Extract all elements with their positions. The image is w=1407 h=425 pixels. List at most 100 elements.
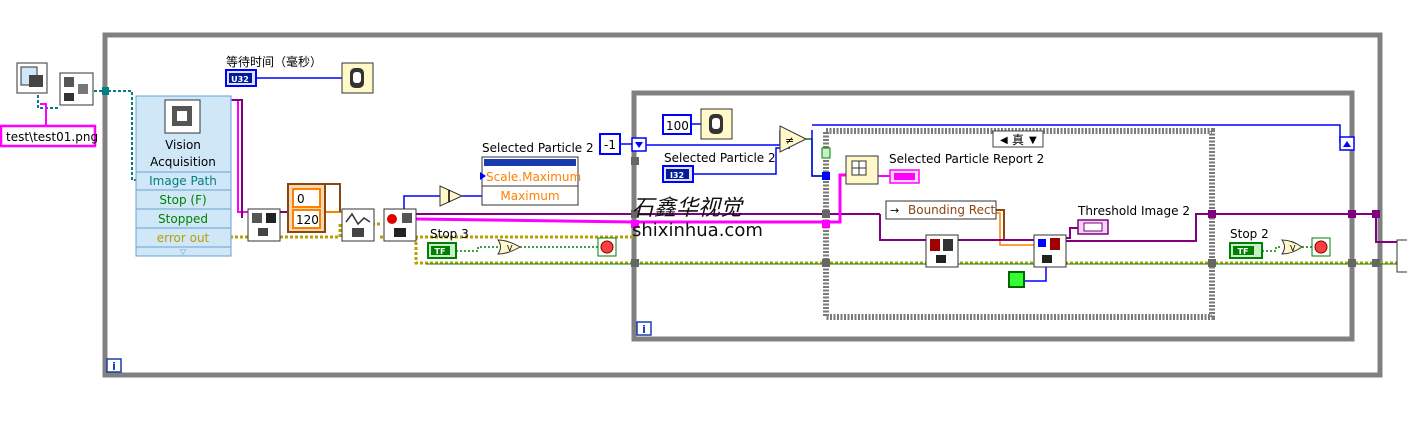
outer-loop-iteration-glyph: i bbox=[112, 360, 116, 373]
selected-particle-outer-row-max[interactable]: Maximum bbox=[500, 189, 559, 203]
threshold-node-icon[interactable] bbox=[341, 208, 375, 242]
shift-register-right bbox=[1339, 136, 1355, 151]
tunnel-inner-image2 bbox=[631, 220, 639, 228]
image-extract-node-icon[interactable] bbox=[1033, 234, 1067, 268]
wait-u32-terminal[interactable] bbox=[225, 69, 257, 87]
particle-analysis-node-icon[interactable] bbox=[383, 208, 417, 242]
wait-label: 等待时间（毫秒） bbox=[226, 54, 322, 69]
stop-button-1-icon[interactable] bbox=[597, 237, 617, 257]
vision-output-stopped[interactable]: Stopped bbox=[158, 212, 208, 226]
vision-output-stop[interactable]: Stop (F) bbox=[159, 193, 206, 207]
image-type-node-icon[interactable] bbox=[59, 72, 94, 106]
wire-green-bool bbox=[1024, 266, 1047, 282]
selected-particle-outer-node[interactable] bbox=[480, 156, 579, 206]
case-selector-left-arrow[interactable]: ◀ bbox=[1000, 135, 1008, 146]
image-copy-node-icon[interactable] bbox=[247, 208, 281, 242]
particle-report-indicator[interactable] bbox=[889, 169, 920, 184]
particle-report-label: Selected Particle Report 2 bbox=[889, 152, 1044, 166]
selected-particle-outer-label: Selected Particle 2 bbox=[482, 141, 594, 155]
watermark-chinese: 石鑫华视觉 bbox=[632, 196, 744, 221]
vision-title-line1: Vision bbox=[165, 138, 201, 152]
wire-case-image bbox=[879, 214, 1034, 241]
outer-while-loop[interactable] bbox=[102, 32, 1383, 378]
vision-expand-chevron-icon[interactable]: ▽ bbox=[180, 247, 187, 256]
wait-100-text: 100 bbox=[666, 119, 689, 133]
not-equal-node-icon[interactable]: ≠ bbox=[779, 125, 808, 153]
wire-bounding-rect-orange bbox=[996, 212, 1034, 246]
wire-bounding-rect bbox=[996, 209, 1034, 241]
increment-node-icon[interactable] bbox=[439, 185, 464, 207]
wait-ms-inner-icon[interactable] bbox=[700, 108, 733, 140]
wait-u32-type: U32 bbox=[231, 75, 249, 84]
path-constant-text: test\test01.png bbox=[6, 130, 98, 144]
stop2-terminal[interactable] bbox=[1229, 242, 1263, 259]
wire-image-out-2 bbox=[232, 99, 243, 218]
wire-image-out bbox=[230, 99, 248, 213]
stop3-type: TF bbox=[435, 247, 446, 256]
particle-report-node-icon[interactable] bbox=[845, 155, 879, 185]
threshold-image-label: Threshold Image 2 bbox=[1077, 204, 1190, 218]
stop2-label: Stop 2 bbox=[1230, 227, 1269, 241]
wire-image-main-pink bbox=[415, 173, 846, 224]
selected-particle-outer-row-scale[interactable]: Scale.Maximum bbox=[486, 170, 581, 184]
selected-particle-inner-terminal[interactable] bbox=[662, 165, 694, 183]
tunnel-inner-image bbox=[631, 210, 639, 218]
case-selector-value: 真 bbox=[1012, 133, 1024, 147]
green-bool-constant[interactable] bbox=[1008, 271, 1025, 288]
wire-path-to-vision bbox=[37, 90, 58, 109]
bounding-rect-node[interactable]: → bbox=[885, 200, 997, 220]
svg-text:V: V bbox=[1290, 244, 1296, 253]
tunnel-inner-error bbox=[631, 259, 639, 267]
tunnel-outer-out-image bbox=[1372, 210, 1380, 218]
wire-string-path bbox=[40, 103, 47, 126]
vision-output-error-out[interactable]: error out bbox=[157, 231, 210, 245]
svg-text:≠: ≠ bbox=[785, 134, 794, 147]
tunnel-outer-out-error bbox=[1372, 259, 1380, 267]
case-selector-down-arrow[interactable]: ▼ bbox=[1029, 135, 1037, 146]
tunnel-case-image bbox=[822, 210, 830, 218]
vision-title-line2: Acquisition bbox=[150, 155, 216, 169]
selected-particle-inner-label: Selected Particle 2 bbox=[664, 151, 776, 165]
or-gate-1-icon[interactable]: V bbox=[497, 239, 521, 255]
inner-loop-iteration-glyph: i bbox=[642, 323, 646, 336]
watermark-url: shixinhua.com bbox=[632, 220, 763, 241]
wire-particle-select bbox=[403, 195, 482, 212]
right-cutoff-node[interactable] bbox=[1396, 239, 1407, 273]
range-constant-max[interactable]: 120 bbox=[296, 213, 319, 227]
tunnel-inner-bool bbox=[631, 157, 639, 165]
inner-loop-iteration-terminal bbox=[636, 321, 652, 336]
range-constants-cluster[interactable] bbox=[287, 183, 326, 233]
bool-indicator-small bbox=[821, 147, 831, 159]
minus-one-constant[interactable] bbox=[599, 133, 621, 155]
range-constant-min[interactable]: 0 bbox=[297, 192, 305, 206]
loop-tunnel-input bbox=[102, 87, 109, 95]
tunnel-case-error bbox=[822, 259, 830, 267]
wire-neq-sel bbox=[811, 130, 826, 177]
case-selector[interactable] bbox=[992, 130, 1044, 148]
tunnel-inner-out-image bbox=[1348, 210, 1356, 218]
path-constant[interactable] bbox=[0, 124, 97, 148]
minus-one-text: -1 bbox=[604, 138, 616, 152]
shift-register-left bbox=[631, 137, 647, 152]
vision-output-image-path[interactable]: Image Path bbox=[149, 174, 217, 188]
vision-acquisition-express-vi[interactable] bbox=[135, 95, 232, 257]
selected-particle-inner-type: I32 bbox=[670, 171, 684, 180]
stop3-terminal[interactable] bbox=[427, 242, 457, 259]
stop-button-2-icon[interactable] bbox=[1311, 237, 1331, 257]
svg-text:V: V bbox=[507, 244, 513, 253]
svg-text:→: → bbox=[890, 204, 899, 217]
wire-loop-entry-to-vision bbox=[108, 90, 136, 181]
image-dispose-node-icon[interactable] bbox=[925, 234, 959, 268]
wait-ms-icon[interactable] bbox=[341, 62, 374, 94]
tunnel-case-selector bbox=[822, 172, 830, 180]
outer-loop-iteration-terminal bbox=[106, 358, 122, 373]
wire-stop3 bbox=[456, 246, 598, 252]
wire-extract-out bbox=[1064, 213, 1212, 242]
or-gate-2-icon[interactable]: V bbox=[1281, 239, 1303, 255]
stop2-type: TF bbox=[1238, 247, 1249, 256]
bounding-rect-text: Bounding Rect bbox=[908, 203, 996, 217]
threshold-image-indicator[interactable] bbox=[1077, 219, 1109, 235]
tunnel-case-pink bbox=[822, 220, 830, 228]
file-path-node-icon[interactable] bbox=[16, 62, 48, 94]
